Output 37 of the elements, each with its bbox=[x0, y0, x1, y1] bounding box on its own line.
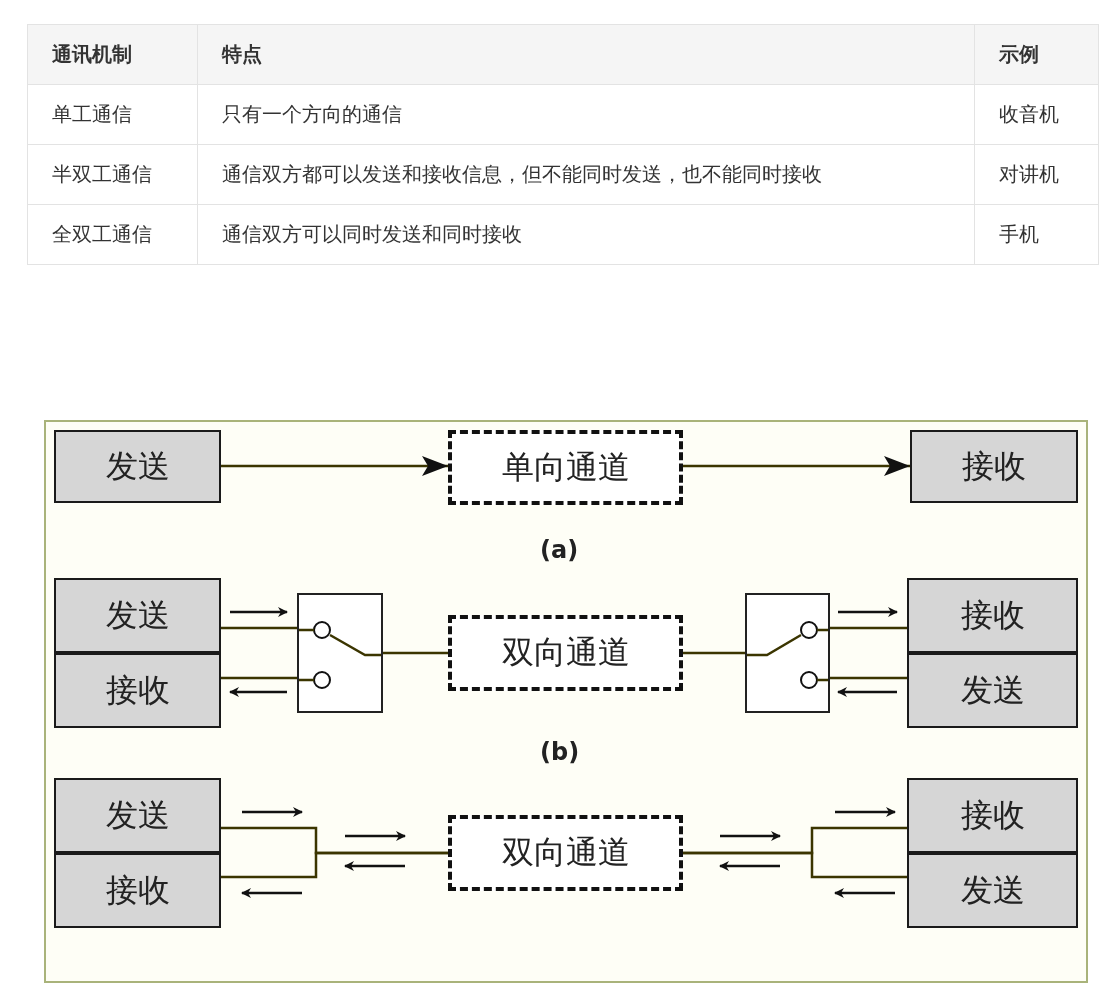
connector-line bbox=[221, 851, 448, 879]
label-box: 接收 bbox=[54, 853, 221, 928]
label-box: 发送 bbox=[54, 778, 221, 853]
table-cell: 半双工通信 bbox=[27, 144, 198, 205]
label-box: 发送 bbox=[54, 578, 221, 653]
table-cell: 只有一个方向的通信 bbox=[197, 84, 975, 145]
label-box: 发送 bbox=[54, 430, 221, 503]
table-cell: 通信双方都可以发送和接收信息，但不能同时发送，也不能同时接收 bbox=[197, 144, 975, 205]
channel-box: 单向通道 bbox=[448, 430, 683, 505]
table-cell: 收音机 bbox=[974, 84, 1099, 145]
header-cell: 示例 bbox=[974, 24, 1099, 85]
label-box: 发送 bbox=[907, 853, 1078, 928]
table-cell: 通信双方可以同时发送和同时接收 bbox=[197, 204, 975, 265]
label-box: 发送 bbox=[907, 653, 1078, 728]
caption-label: (a) bbox=[540, 536, 579, 564]
connector-line bbox=[830, 626, 907, 630]
label-box: 接收 bbox=[54, 653, 221, 728]
caption-label: (b) bbox=[540, 738, 580, 766]
connector-line bbox=[683, 651, 745, 655]
arrow bbox=[221, 456, 448, 476]
connector-line bbox=[383, 651, 448, 655]
channel-box: 双向通道 bbox=[448, 815, 683, 891]
table-cell: 对讲机 bbox=[974, 144, 1099, 205]
channel-box: 双向通道 bbox=[448, 615, 683, 691]
connector-line bbox=[221, 626, 297, 630]
label-box: 接收 bbox=[907, 778, 1078, 853]
connector-line bbox=[683, 851, 907, 879]
table-cell: 手机 bbox=[974, 204, 1099, 265]
connector-line bbox=[221, 676, 297, 680]
label-box: 接收 bbox=[910, 430, 1078, 503]
table-cell: 单工通信 bbox=[27, 84, 198, 145]
table-cell: 全双工通信 bbox=[27, 204, 198, 265]
header-cell: 特点 bbox=[197, 24, 975, 85]
arrow bbox=[683, 456, 910, 476]
label-box: 接收 bbox=[907, 578, 1078, 653]
header-cell: 通讯机制 bbox=[27, 24, 198, 85]
connector-line bbox=[830, 676, 907, 680]
